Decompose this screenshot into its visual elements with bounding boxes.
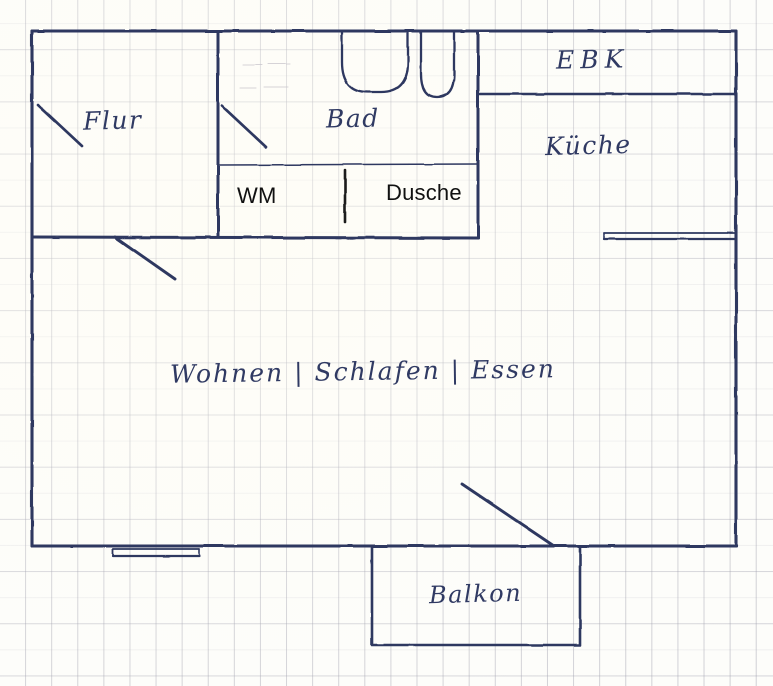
wall-wm-dusche-top xyxy=(218,163,479,166)
window-living-room xyxy=(111,548,201,558)
toilet-fixture xyxy=(419,29,456,99)
wall-upper-lower xyxy=(30,235,480,240)
door-swing-living xyxy=(113,235,177,281)
bathroom-faint-marks xyxy=(239,63,291,89)
door-swing-bad xyxy=(220,104,268,149)
washbasin-fixture xyxy=(340,29,410,94)
balcony-outline xyxy=(370,545,582,647)
door-swing-entrance xyxy=(36,103,84,148)
door-swing-balcony xyxy=(460,482,556,548)
window-kitchen xyxy=(602,232,738,241)
